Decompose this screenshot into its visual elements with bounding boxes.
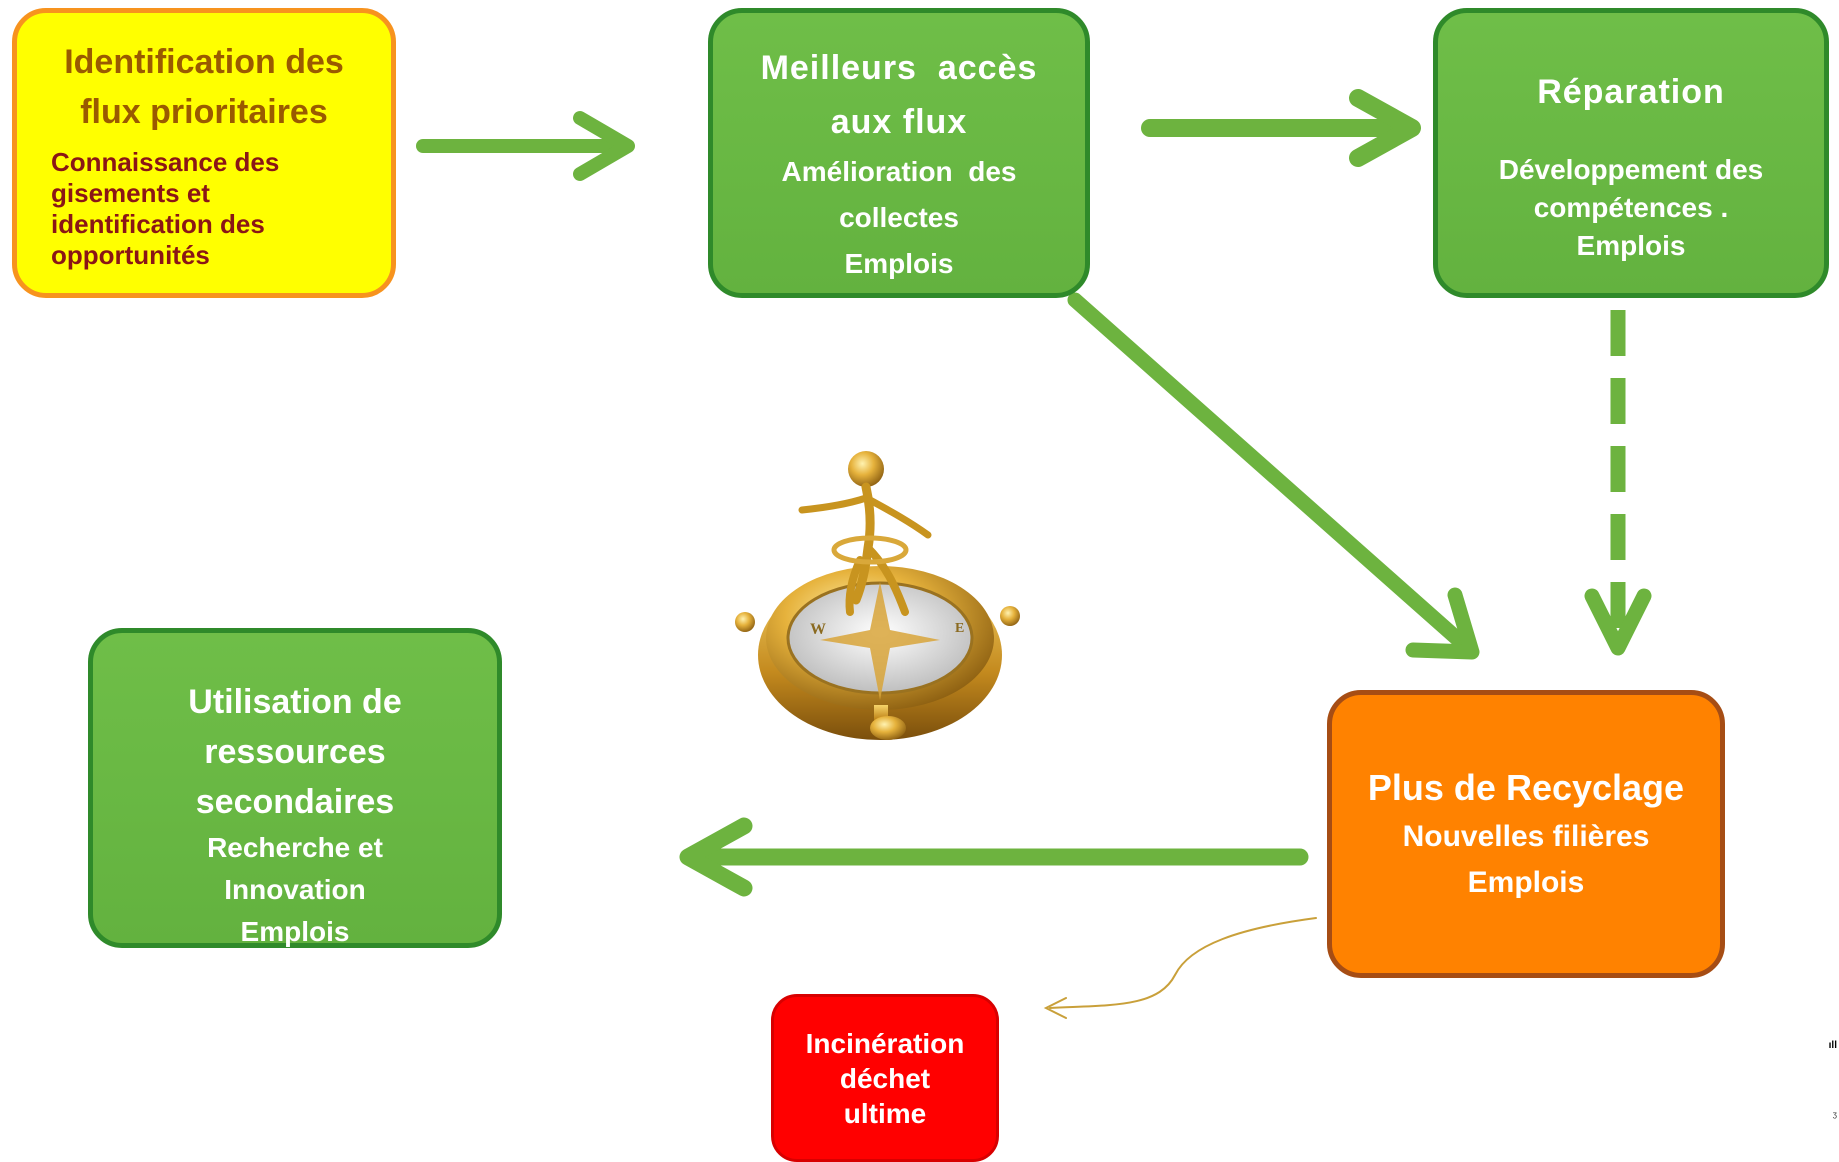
meilleurs-acces-detail: Amélioration des collectes Emplois <box>781 156 1017 279</box>
meilleurs-acces-box: Meilleurs accès aux flux Amélioration de… <box>708 8 1090 298</box>
recyclage-box: Plus de Recyclage Nouvelles filières Emp… <box>1327 690 1725 978</box>
utilisation-detail: Recherche et Innovation Emplois <box>207 832 383 947</box>
golden-figure-on-compass-icon: W E <box>735 451 1020 740</box>
identification-box: Identification des flux prioritaires Con… <box>12 8 396 298</box>
recyclage-detail: Nouvelles filières Emplois <box>1402 820 1650 899</box>
arrow-acces-to-repar <box>1141 89 1421 167</box>
arrow-repar-to-recyclage <box>1584 310 1652 656</box>
svg-text:E: E <box>955 621 964 636</box>
arrow-recyclage-to-util <box>679 817 1309 897</box>
meilleurs-acces-title: Meilleurs accès aux flux <box>760 49 1038 141</box>
incineration-title: Incinération déchet ultime <box>805 1027 965 1129</box>
edge-mark-small: ʒ <box>1832 1110 1837 1119</box>
identification-detail: Connaissance des gisements et identifica… <box>51 147 280 270</box>
utilisation-box: Utilisation de ressources secondaires Re… <box>88 628 502 948</box>
svg-text:W: W <box>810 621 826 638</box>
incineration-box: Incinération déchet ultime <box>771 994 999 1162</box>
arrow-acces-to-recyclage <box>1067 292 1480 660</box>
arrow-recyclage-to-incineration <box>1043 917 1317 1019</box>
identification-title: Identification des flux prioritaires <box>64 43 344 131</box>
reparation-detail: Développement des compétences . Emplois <box>1498 154 1764 261</box>
reparation-title: Réparation <box>1537 73 1725 111</box>
reparation-box: Réparation Développement des compétences… <box>1433 8 1829 298</box>
recyclage-title: Plus de Recyclage <box>1367 767 1685 808</box>
arrow-ident-to-acces <box>416 111 635 181</box>
utilisation-title: Utilisation de ressources secondaires <box>188 683 402 821</box>
edge-mark: ıll <box>1828 1040 1837 1051</box>
